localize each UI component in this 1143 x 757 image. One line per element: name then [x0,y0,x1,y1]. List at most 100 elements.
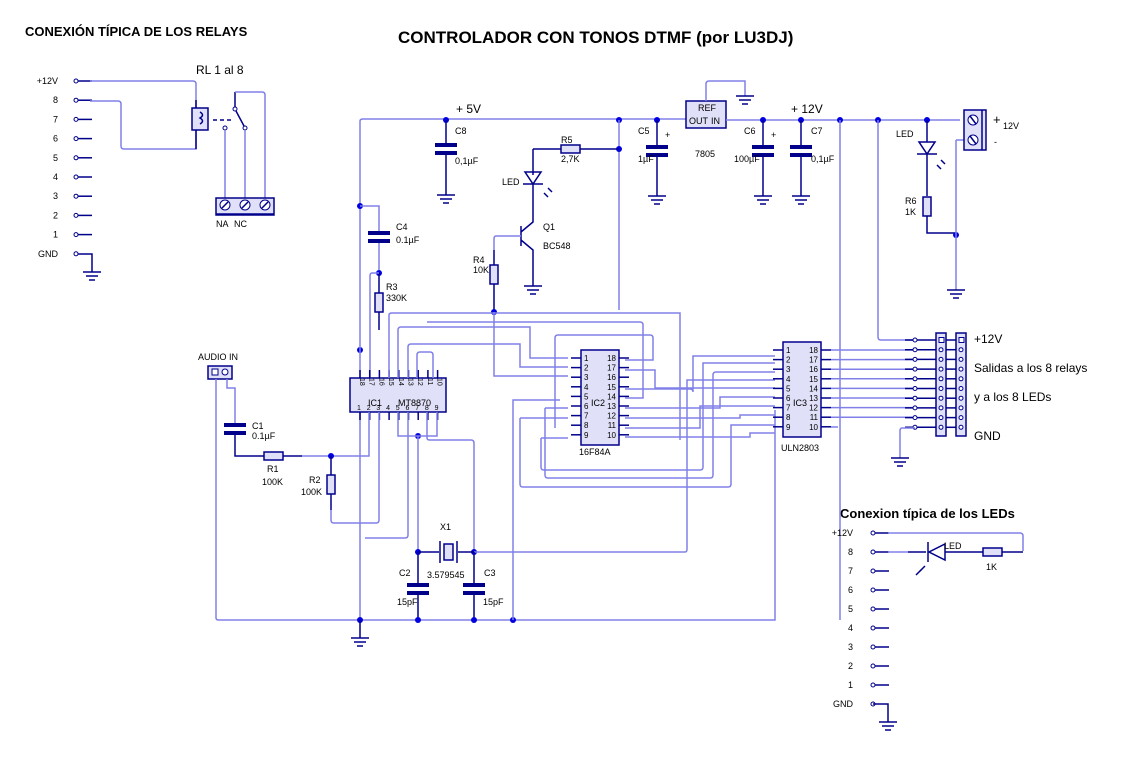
c5-name: C5 [638,126,650,136]
pin-number: 3 [584,373,589,382]
terminal-label: 4 [848,623,853,633]
c2-name: C2 [399,568,411,578]
x1-value: 3.579545 [427,570,465,580]
terminal-pin [73,251,79,257]
wire [90,80,197,108]
pin-number: 3 [786,365,791,374]
terminal-label: +12V [832,528,853,538]
c4-value: 0.1µF [396,235,420,245]
c6-name: C6 [744,126,756,136]
c8-value: 0,1µF [455,156,479,166]
connector-pin [912,337,918,343]
terminal-label: 7 [53,114,58,124]
pin-number: 9 [786,423,791,432]
connector-pin [912,356,918,362]
terminal-pin [73,193,79,199]
terminal-label: 3 [848,642,853,652]
ic1-pin-number: 3 [376,405,380,412]
reg-in: IN [711,116,720,126]
terminal-label: 5 [848,604,853,614]
wire [90,100,197,150]
connector-pin [912,376,918,382]
connector-label-relays: Salidas a los 8 relays [974,361,1087,375]
r6-value: 1K [905,207,916,217]
r2-value: 100K [301,487,322,497]
q1-name: Q1 [543,222,555,232]
terminal-pin [73,155,79,161]
pin-number: 4 [786,375,791,384]
c6-value: 100µF [734,154,760,164]
pin-number: 1 [584,354,589,363]
pin-number: 16 [809,365,818,374]
terminal-pin [73,136,79,142]
relay-section-heading: CONEXIÓN TÍPICA DE LOS RELAYS [25,24,248,39]
c7-value: 0,1µF [811,154,835,164]
pin-number: 8 [584,421,589,430]
pin-number: 8 [786,413,791,422]
connector-label-gnd: GND [974,429,1001,443]
switch-common [232,106,238,112]
connector-pin [912,347,918,353]
pin-number: 4 [584,383,589,392]
ic2-16f84a [580,349,620,446]
c7-name: C7 [811,126,823,136]
terminal-label: 1 [53,230,58,240]
r3-name: R3 [386,282,398,292]
ic1-pin-number: 14 [397,378,404,386]
ic1-pin-number: 9 [435,405,439,412]
label-5v: + 5V [456,102,481,116]
r4-value: 10K [473,265,489,275]
input-plus: + [993,112,1001,127]
terminal-label: +12V [37,76,58,86]
r4-name: R4 [473,255,485,265]
label-nc: NC [234,219,247,229]
connector-pin [912,366,918,372]
ic1-pin-number: 17 [368,378,375,386]
pin-number: 17 [809,356,818,365]
terminal-label: 7 [848,566,853,576]
pin-number: 15 [809,375,818,384]
terminal-label: 2 [848,661,853,671]
terminal-pin [870,530,876,536]
x1-name: X1 [440,522,451,532]
ic2-name: IC2 [591,398,605,408]
terminal-pin [870,587,876,593]
r3-value: 330K [386,293,407,303]
terminal-label: 4 [53,172,58,182]
c8-name: C8 [455,126,467,136]
ic3-part: ULN2803 [781,443,819,453]
pin-number: 13 [809,394,818,403]
terminal-label: 8 [53,95,58,105]
ic1-pin-number: 1 [357,405,361,412]
terminal-label: GND [38,249,59,259]
relay-coil [191,107,209,131]
q1-value: BC548 [543,241,571,251]
ground-icon [879,721,897,731]
switch-na-contact [222,125,228,131]
ic3-name: IC3 [793,398,807,408]
ground-icon [648,195,666,205]
pin-number: 18 [809,346,818,355]
pin-number: 17 [607,364,616,373]
pin-number: 12 [809,404,818,413]
terminal-label: GND [833,699,854,709]
ic1-pin-number: 16 [377,378,384,386]
connector-label-leds: y a los 8 LEDs [974,390,1051,404]
ic1-pin-number: 12 [416,378,423,386]
audio-in-label: AUDIO IN [198,352,238,362]
r5-name: R5 [561,135,573,145]
ic1-pin-number: 5 [396,405,400,412]
terminal-pin [73,232,79,238]
schematic-title: CONTROLADOR CON TONOS DTMF (por LU3DJ) [398,28,793,47]
pin-number: 14 [607,392,616,401]
terminal-pin [73,174,79,180]
pin-number: 2 [786,356,791,365]
c5-value: 1µF [638,154,654,164]
pin-number: 12 [607,412,616,421]
pin-number: 5 [584,392,589,401]
terminal-pin [73,116,79,122]
ic2-part: 16F84A [579,447,611,457]
